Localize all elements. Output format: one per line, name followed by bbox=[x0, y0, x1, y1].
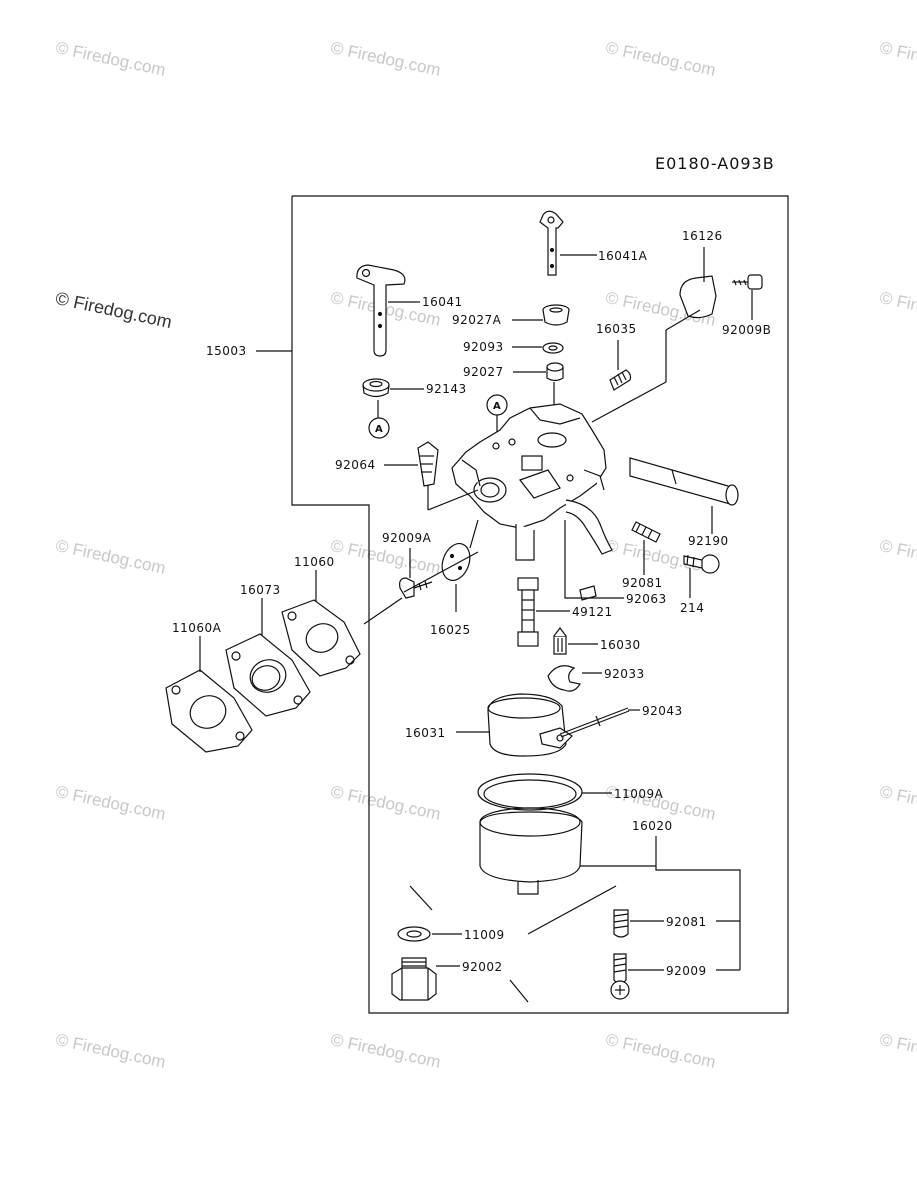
part-49121: 49121 bbox=[572, 605, 613, 619]
drain-bolt-92002 bbox=[391, 957, 437, 1001]
cap-92027A bbox=[542, 304, 570, 326]
marker-a-left bbox=[368, 417, 390, 439]
gasket-11060A bbox=[165, 669, 253, 753]
part-11009A: 11009A bbox=[614, 787, 664, 801]
leader-16020 bbox=[655, 836, 741, 970]
carburetor-body bbox=[451, 403, 613, 561]
washer-92093 bbox=[542, 342, 564, 354]
cap-92143 bbox=[362, 378, 390, 398]
part-92033: 92033 bbox=[604, 667, 645, 681]
part-92190: 92190 bbox=[688, 534, 729, 548]
washer-11009 bbox=[397, 926, 431, 942]
insulator-gasket-11060 bbox=[281, 599, 361, 677]
part-92093: 92093 bbox=[463, 340, 504, 354]
part-11009: 11009 bbox=[464, 928, 505, 942]
part-92043: 92043 bbox=[642, 704, 683, 718]
part-11060A: 11060A bbox=[172, 621, 222, 635]
float-needle-16030 bbox=[553, 627, 567, 655]
screw-214 bbox=[683, 554, 720, 574]
part-16035: 16035 bbox=[596, 322, 637, 336]
part-92143: 92143 bbox=[426, 382, 467, 396]
part-16041A: 16041A bbox=[598, 249, 648, 263]
part-92009: 92009 bbox=[666, 964, 707, 978]
part-92081-upper: 92081 bbox=[622, 576, 663, 590]
part-16030: 16030 bbox=[600, 638, 641, 652]
screw-92009B bbox=[732, 274, 763, 290]
clip-92033 bbox=[547, 665, 581, 692]
part-16031: 16031 bbox=[405, 726, 446, 740]
plate-16126 bbox=[679, 275, 717, 319]
leader-92063 bbox=[564, 520, 624, 599]
tube-92190 bbox=[629, 457, 739, 506]
spring-92081-upper bbox=[631, 521, 661, 543]
part-92009B: 92009B bbox=[722, 323, 771, 337]
screw-92009A bbox=[399, 577, 433, 599]
part-92002: 92002 bbox=[462, 960, 503, 974]
throttle-shaft-16041A bbox=[539, 210, 564, 276]
spring-92081-lower bbox=[613, 909, 629, 938]
marker-a-body-label: A bbox=[493, 401, 501, 412]
bowl-gasket-11009A bbox=[477, 773, 583, 811]
choke-shaft-16041 bbox=[356, 264, 406, 357]
nozzle-49121 bbox=[517, 577, 539, 647]
part-16020: 16020 bbox=[632, 819, 673, 833]
pin-92043 bbox=[559, 707, 630, 738]
part-92064: 92064 bbox=[335, 458, 376, 472]
diagram-code: E0180-A093B bbox=[655, 154, 775, 173]
assembly-frame bbox=[291, 195, 789, 1014]
throttle-plate-16025 bbox=[441, 543, 471, 581]
part-92081-lower: 92081 bbox=[666, 915, 707, 929]
part-92009A: 92009A bbox=[382, 531, 432, 545]
part-92027A: 92027A bbox=[452, 313, 502, 327]
part-92027: 92027 bbox=[463, 365, 504, 379]
part-11060: 11060 bbox=[294, 555, 335, 569]
float-16031 bbox=[487, 693, 573, 757]
part-16025: 16025 bbox=[430, 623, 471, 637]
part-214: 214 bbox=[680, 601, 704, 615]
float-bowl-16020 bbox=[479, 807, 583, 895]
screw-92009 bbox=[610, 953, 630, 1000]
part-16073: 16073 bbox=[240, 583, 281, 597]
screw-92064 bbox=[417, 441, 439, 487]
part-16126: 16126 bbox=[682, 229, 723, 243]
seal-92027 bbox=[546, 362, 564, 382]
marker-a-left-label: A bbox=[375, 424, 383, 435]
screw-16035 bbox=[609, 369, 632, 391]
insulator-16073 bbox=[225, 633, 311, 717]
part-16041: 16041 bbox=[422, 295, 463, 309]
screw-92063 bbox=[579, 585, 597, 601]
part-15003: 15003 bbox=[206, 344, 247, 358]
part-92063: 92063 bbox=[626, 592, 667, 606]
